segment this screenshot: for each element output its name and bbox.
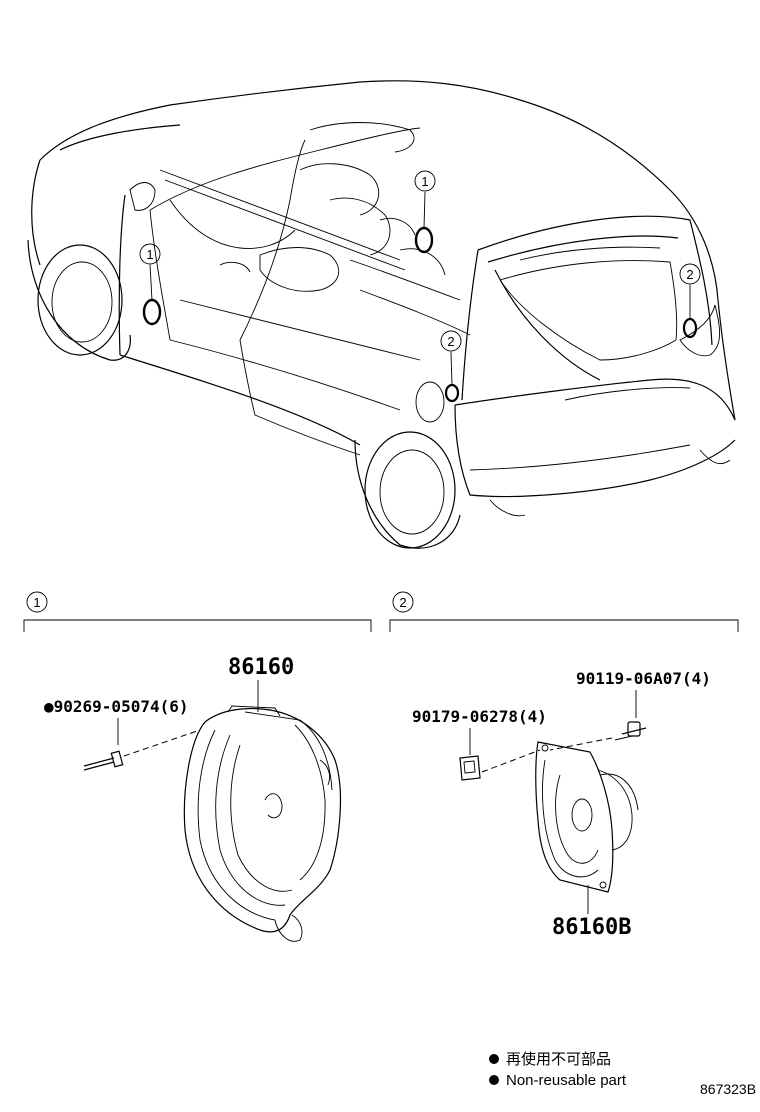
rear-wheel — [354, 431, 461, 549]
callout-number: 2 — [447, 334, 454, 349]
screw-icon — [83, 750, 124, 771]
front-speaker-location-left — [142, 298, 162, 326]
callout-1-front-left: 1 — [139, 243, 161, 265]
rear-speaker-location-right — [682, 317, 698, 339]
part-number-90119-06A07: 90119-06A07(4) — [576, 669, 711, 688]
rear-speaker-icon — [535, 741, 639, 893]
part-number-86160B: 86160B — [552, 915, 631, 940]
callout-2-rear-left: 2 — [440, 330, 462, 352]
section-1-header: 1 — [23, 591, 372, 632]
callout-number: 2 — [686, 267, 693, 282]
legend-english: Non-reusable part — [506, 1072, 627, 1089]
section-number: 2 — [399, 595, 406, 610]
bolt-icon — [614, 721, 647, 741]
section-2-header: 2 — [389, 591, 739, 632]
front-wheel — [27, 239, 131, 361]
non-reusable-bullet-icon — [489, 1075, 499, 1085]
part-number-86160: 86160 — [228, 655, 294, 680]
drawing-code: 867323B — [700, 1081, 756, 1097]
front-speaker-group: 86160 ●90269-05074(6) — [44, 655, 342, 942]
part-number-90269-05074: ●90269-05074(6) — [44, 697, 189, 716]
clip-nut-icon — [459, 755, 481, 781]
section-number: 1 — [33, 595, 40, 610]
rear-speaker-location-left — [444, 383, 460, 403]
callout-1-front-right: 1 — [414, 170, 436, 192]
front-speaker-location-right — [414, 226, 434, 254]
non-reusable-bullet-icon — [489, 1054, 499, 1064]
vehicle-illustration: 1 1 2 2 — [27, 80, 736, 549]
callout-number: 1 — [421, 174, 428, 189]
front-speaker-icon — [183, 705, 342, 942]
legend-japanese: 再使用不可部品 — [506, 1051, 611, 1068]
callout-number: 1 — [146, 247, 153, 262]
callout-2-rear-right: 2 — [679, 263, 701, 285]
legend: 再使用不可部品 Non-reusable part — [489, 1051, 627, 1089]
part-number-90179-06278: 90179-06278(4) — [412, 707, 547, 726]
rear-speaker-group: 90119-06A07(4) 90179-06278(4) — [412, 669, 711, 940]
